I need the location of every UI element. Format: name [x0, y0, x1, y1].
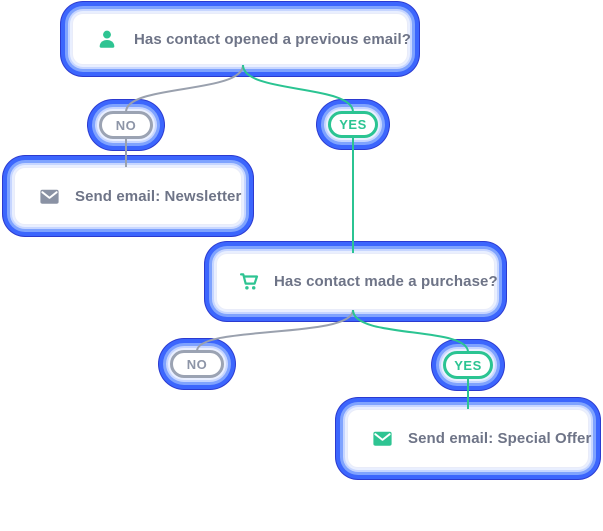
connector-q1-no — [125, 64, 244, 113]
branch-badge-no-2[interactable]: NO — [170, 350, 224, 378]
envelope-icon — [37, 184, 61, 208]
branch-label: NO — [115, 117, 137, 133]
branch-label: NO — [186, 356, 208, 372]
connector-q2-yes — [352, 309, 469, 353]
branch-badge-yes-1[interactable]: YES — [328, 111, 378, 138]
action-node-newsletter[interactable]: Send email: Newsletter — [14, 167, 242, 225]
node-label: Send email: Newsletter — [75, 187, 242, 205]
branch-badge-yes-2[interactable]: YES — [443, 351, 493, 379]
envelope-icon — [370, 427, 394, 451]
user-icon — [95, 27, 119, 51]
node-label: Has contact made a purchase? — [274, 273, 498, 290]
branch-label: YES — [339, 117, 367, 132]
cart-icon — [237, 270, 261, 294]
node-label: Has contact opened a previous email? — [134, 30, 412, 48]
branch-label: YES — [454, 357, 482, 373]
connector-q1-yes — [242, 64, 354, 113]
branch-badge-no-1[interactable]: NO — [99, 111, 153, 139]
decision-node-made-purchase[interactable]: Has contact made a purchase? — [216, 253, 498, 310]
action-node-special-offer[interactable]: Send email: Special Offer — [347, 409, 592, 468]
connector-q2-no — [196, 309, 354, 352]
node-label: Send email: Special Offer — [408, 430, 592, 447]
decision-node-opened-email[interactable]: Has contact opened a previous email? — [72, 13, 412, 65]
